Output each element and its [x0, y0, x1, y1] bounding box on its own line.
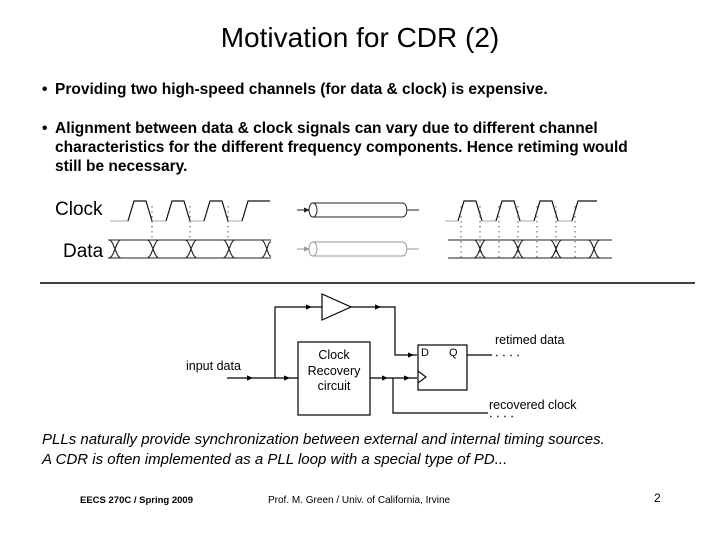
pll-note-line-1: PLLs naturally provide synchronization b…: [42, 431, 605, 448]
flipflop-box: [417, 344, 468, 391]
retimed-data-label: retimed data: [495, 333, 565, 347]
arrow-buffer-in: [306, 304, 312, 310]
pll-note: PLLs naturally provide synchronization b…: [42, 430, 672, 469]
input-data-label: input data: [186, 359, 241, 373]
arrow-buffer-out: [375, 304, 381, 310]
footer-course-label: EECS 270C / Spring 2009: [80, 495, 193, 506]
clock-waveform-label: Clock: [55, 199, 103, 220]
clock-recovery-box-label: Clock Recovery circuit: [298, 348, 370, 395]
flipflop-clock-chevron: [417, 370, 427, 384]
arrow-input-1: [247, 375, 253, 381]
arrow-ff-d: [408, 352, 414, 358]
data-eye-misaligned: [448, 239, 612, 259]
channel-cable-data: [297, 241, 419, 257]
clock-recovery-line-1: Clock: [318, 348, 350, 362]
clock-waveform-misaligned: [445, 200, 597, 258]
bullet-marker: •: [42, 81, 48, 98]
bullet-item-2: • Alignment between data & clock signals…: [42, 119, 648, 176]
bullet-marker: •: [42, 120, 48, 137]
clock-recovery-line-2: Recovery: [307, 363, 361, 378]
clock-recovery-box: [297, 341, 371, 416]
slide-title: Motivation for CDR (2): [220, 22, 500, 53]
channel-cable-clock: [297, 202, 419, 218]
bullet-text-1: Providing two high-speed channels (for d…: [55, 81, 548, 98]
buffer-amplifier-symbol: [321, 293, 353, 321]
bullet-text-2: Alignment between data & clock signals c…: [55, 120, 628, 175]
pll-note-line-2: A CDR is often implemented as a PLL loop…: [42, 450, 508, 468]
circuit-wires: [227, 304, 492, 414]
flipflop-d-pin-label: D: [421, 347, 429, 359]
page-number: 2: [654, 491, 661, 505]
clock-waveform-aligned: [110, 200, 270, 240]
data-waveform-label: Data: [63, 241, 104, 262]
arrow-clock-2: [404, 375, 410, 381]
data-eye-aligned: [108, 239, 272, 259]
clock-recovery-line-3: circuit: [317, 379, 351, 393]
footer-author-label: Prof. M. Green / Univ. of California, Ir…: [268, 495, 451, 506]
bullet-item-1: • Providing two high-speed channels (for…: [42, 80, 648, 99]
arrow-clock-1: [382, 375, 388, 381]
flipflop-q-pin-label: Q: [449, 347, 458, 359]
recovered-clock-label: recovered clock: [489, 398, 577, 412]
arrow-input-2: [284, 375, 290, 381]
